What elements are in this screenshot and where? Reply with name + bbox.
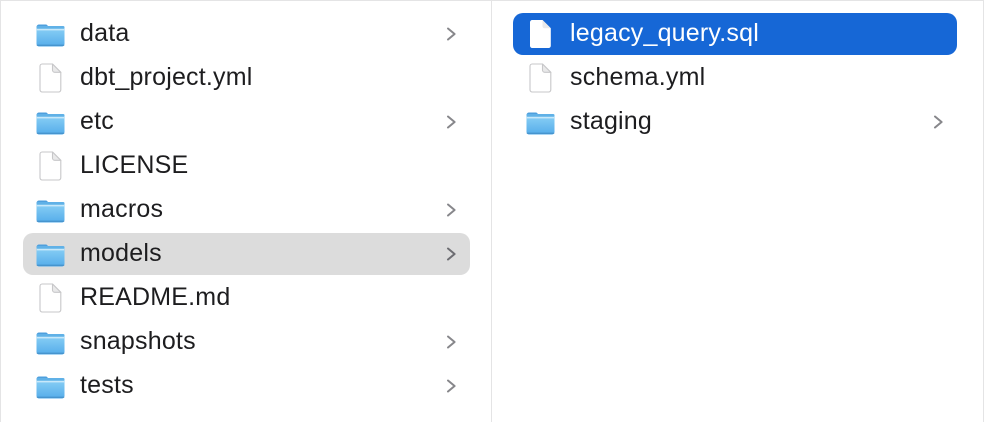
file-glyph <box>39 151 62 181</box>
file-icon <box>35 283 66 313</box>
chevron-right-icon <box>445 24 458 44</box>
chevron-right-icon <box>445 112 458 132</box>
chevron-right-icon <box>932 112 945 132</box>
folder-glyph <box>36 332 65 354</box>
file-icon <box>525 63 556 93</box>
folder-glyph <box>36 376 65 398</box>
file-label: staging <box>570 108 653 135</box>
folder-glyph <box>36 24 65 46</box>
folder-icon <box>35 329 66 356</box>
chevron-right-icon <box>445 200 458 220</box>
file-glyph <box>529 63 552 93</box>
file-row-tests[interactable]: tests <box>23 365 470 407</box>
file-row-LICENSE[interactable]: LICENSE <box>23 145 470 187</box>
chevron-right-icon <box>445 376 458 396</box>
file-label: LICENSE <box>80 152 189 179</box>
folder-glyph <box>526 112 555 134</box>
file-row-dbt_project.yml[interactable]: dbt_project.yml <box>23 57 470 99</box>
file-label: snapshots <box>80 328 196 355</box>
file-label: models <box>80 240 162 267</box>
file-icon <box>525 19 556 49</box>
file-row-legacy_query.sql[interactable]: legacy_query.sql <box>513 13 957 55</box>
file-row-snapshots[interactable]: snapshots <box>23 321 470 363</box>
file-glyph <box>39 63 62 93</box>
folder-glyph <box>36 200 65 222</box>
file-row-etc[interactable]: etc <box>23 101 470 143</box>
folder-glyph <box>36 244 65 266</box>
file-label: README.md <box>80 284 231 311</box>
file-label: tests <box>80 372 134 399</box>
chevron-right-icon <box>445 332 458 352</box>
file-column-2: legacy_query.sql schema.yml staging <box>492 1 983 422</box>
file-label: legacy_query.sql <box>570 20 759 47</box>
file-row-macros[interactable]: macros <box>23 189 470 231</box>
file-glyph <box>530 20 551 48</box>
file-row-data[interactable]: data <box>23 13 470 55</box>
file-row-README.md[interactable]: README.md <box>23 277 470 319</box>
file-glyph <box>39 283 62 313</box>
chevron-right-icon <box>445 244 458 264</box>
folder-glyph <box>36 112 65 134</box>
folder-icon <box>525 109 556 136</box>
file-icon <box>35 63 66 93</box>
file-icon <box>35 151 66 181</box>
folder-icon <box>35 241 66 268</box>
file-label: schema.yml <box>570 64 706 91</box>
folder-icon <box>35 373 66 400</box>
file-row-staging[interactable]: staging <box>513 101 957 143</box>
folder-icon <box>35 197 66 224</box>
folder-icon <box>35 21 66 48</box>
file-row-schema.yml[interactable]: schema.yml <box>513 57 957 99</box>
folder-icon <box>35 109 66 136</box>
file-label: dbt_project.yml <box>80 64 253 91</box>
file-row-models[interactable]: models <box>23 233 470 275</box>
file-label: etc <box>80 108 114 135</box>
file-label: macros <box>80 196 164 223</box>
file-label: data <box>80 20 130 47</box>
